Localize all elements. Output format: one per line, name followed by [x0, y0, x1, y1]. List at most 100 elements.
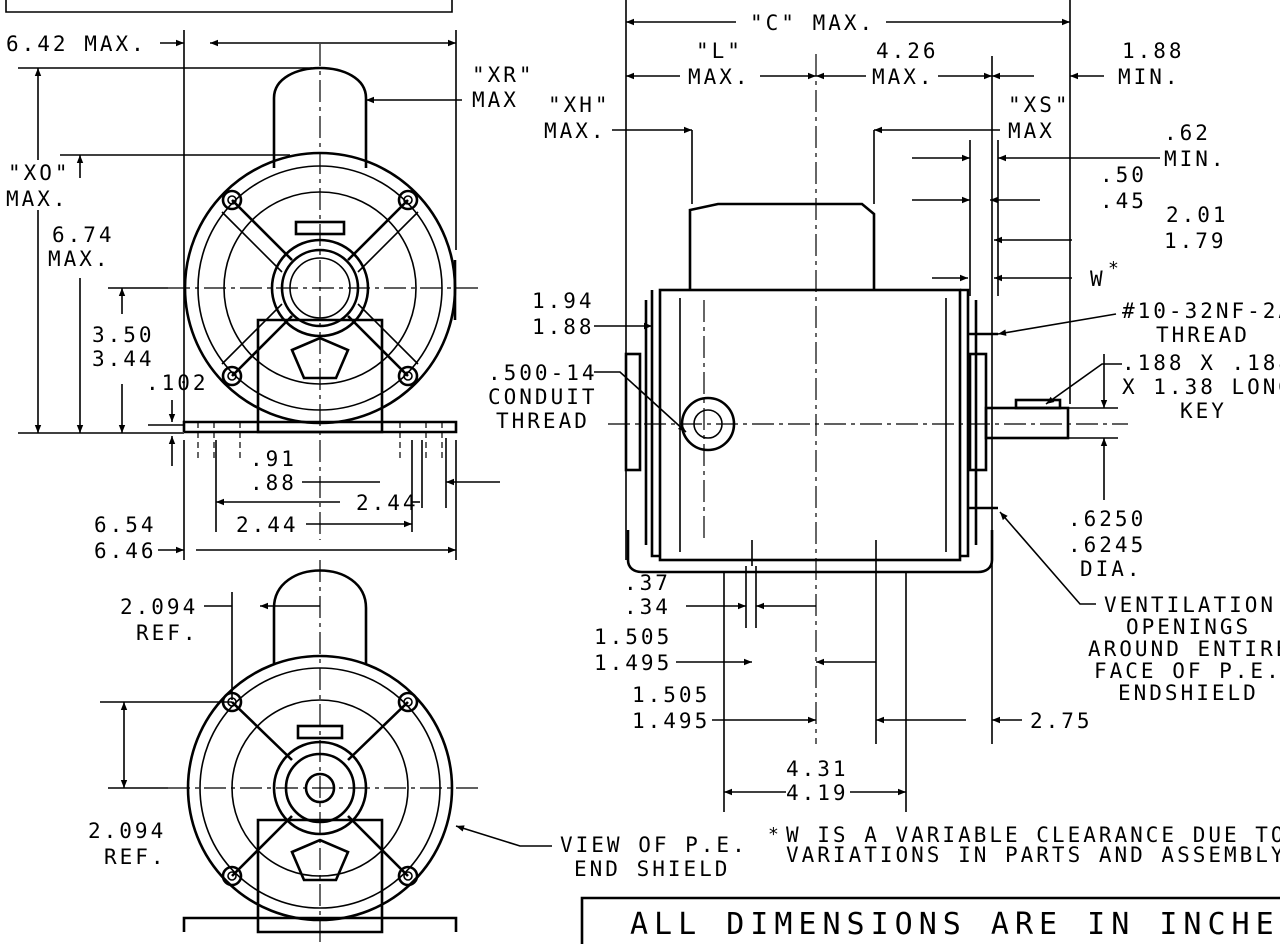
variable-clearance-note-2: VARIATIONS IN PARTS AND ASSEMBLY: [786, 843, 1280, 867]
dim-1.88: 1.88: [532, 315, 595, 339]
dim-2.75: 2.75: [1030, 709, 1093, 733]
dim-l-label: "L": [696, 39, 743, 63]
base-slot: [290, 336, 350, 380]
side-view: [608, 54, 1128, 744]
side-base: [626, 530, 994, 574]
endshield-ribs-inner: [221, 211, 419, 365]
thread-screws: [968, 332, 998, 510]
dim-xr-max: MAX: [472, 88, 519, 112]
dim-2.094-ref-a: 2.094: [120, 595, 198, 619]
dim-0.37: .37: [624, 571, 671, 595]
dim-1.88-min: 1.88: [1122, 39, 1185, 63]
dim-1.505-a: 1.505: [594, 625, 672, 649]
units-note: ALL DIMENSIONS ARE IN INCHES: [630, 907, 1280, 942]
dim-xo-label: "XO": [8, 161, 71, 185]
dim-1.505-b: 1.505: [632, 683, 710, 707]
thread-callout: #10-32NF-2A: [1122, 299, 1280, 323]
rear-endshield-boss: [968, 352, 988, 472]
shaft-key: [1014, 398, 1062, 410]
dim-2.094-ref-b: 2.094: [88, 819, 166, 843]
shaft-dia-max: .6250: [1068, 507, 1146, 531]
dim-c-max: "C" MAX.: [750, 11, 875, 35]
dim-0.62: .62: [1164, 121, 1211, 145]
pe-base-foot: [182, 916, 458, 932]
shaft-dia-label: DIA.: [1080, 557, 1143, 581]
dim-4.26: 4.26: [876, 39, 939, 63]
dim-3.50: 3.50: [92, 323, 155, 347]
dim-0.102: .102: [146, 371, 209, 395]
dim-0.45: .45: [1100, 189, 1147, 213]
motor-body: [658, 288, 962, 562]
conduit-thread: THREAD: [496, 409, 590, 433]
key-size: .188 X .188: [1122, 351, 1280, 375]
dim-l-max: MAX.: [688, 65, 751, 89]
pe-ribs: [231, 701, 409, 877]
vent-label-4: FACE OF P.E.: [1094, 659, 1280, 683]
shaft-dia-min: .6245: [1068, 533, 1146, 557]
key-length: X 1.38 LONG: [1122, 375, 1280, 399]
title-block-fragment: [5, 0, 453, 13]
dim-2.094-ref-a-ref: REF.: [136, 621, 199, 645]
body-seams: [679, 298, 947, 552]
dim-6.46: 6.46: [94, 539, 157, 563]
dim-xs-max: MAX: [1008, 119, 1055, 143]
dim-xs-label: "XS": [1008, 93, 1071, 117]
dim-2.094-ref-b-ref: REF.: [104, 845, 167, 869]
vent-label-5: ENDSHIELD: [1118, 681, 1259, 705]
vent-label-2: OPENINGS: [1126, 615, 1251, 639]
dim-0.88: .88: [250, 471, 297, 495]
dim-w: W: [1090, 267, 1106, 291]
conduit-label: CONDUIT: [488, 385, 598, 409]
dim-6.54: 6.54: [94, 513, 157, 537]
key-label: KEY: [1180, 399, 1227, 423]
dim-6.42-max: 6.42 MAX.: [6, 32, 147, 56]
dim-xo-max: MAX.: [6, 187, 69, 211]
view-of-pe-label: VIEW OF P.E.: [560, 833, 748, 857]
variable-clearance-note-1: W IS A VARIABLE CLEARANCE DUE TO: [786, 823, 1280, 847]
thread-callout-label: THREAD: [1156, 323, 1250, 347]
dim-xh-label: "XH": [548, 93, 611, 117]
pe-base-slot: [290, 838, 350, 882]
front-view-dimensions: 6.42 MAX. "XR" MAX "XO" MAX. 6.74 MAX. 3…: [6, 30, 535, 563]
units-box: [580, 896, 1280, 944]
dim-1.79: 1.79: [1164, 229, 1227, 253]
dim-1.94: 1.94: [532, 289, 595, 313]
dim-4.26-max: MAX.: [872, 65, 935, 89]
dim-2.01: 2.01: [1166, 203, 1229, 227]
dim-6.74: 6.74: [52, 223, 115, 247]
dim-0.50: .50: [1100, 163, 1147, 187]
dim-2.44-a: 2.44: [356, 491, 419, 515]
dim-4.19: 4.19: [786, 781, 849, 805]
rear-endshield: [960, 288, 978, 558]
dim-6.74-max: MAX.: [48, 247, 111, 271]
dim-1.495-b: 1.495: [632, 709, 710, 733]
conduit-box-outline: [272, 66, 368, 168]
dim-1.88-min-label: MIN.: [1118, 65, 1181, 89]
dim-xr-label: "XR": [472, 63, 535, 87]
bolt-holes: [221, 189, 419, 387]
dim-4.31: 4.31: [786, 757, 849, 781]
pe-bolt-holes: [221, 691, 419, 887]
dim-2.44-b: 2.44: [236, 513, 299, 537]
side-view-dimensions: "C" MAX. "L" MAX. 4.26 MAX. 1.88 MIN. "X…: [488, 0, 1280, 812]
dim-3.44: 3.44: [92, 347, 155, 371]
endshield-ribs: [231, 199, 409, 377]
side-conduit-box: [688, 202, 876, 290]
front-endshield: [644, 290, 660, 558]
front-view: [168, 44, 480, 540]
dim-1.495-a: 1.495: [594, 651, 672, 675]
vent-label-1: VENTILATION: [1104, 593, 1276, 617]
pe-end-view: [168, 560, 480, 944]
conduit-size: .500-14: [488, 361, 598, 385]
dim-0.34: .34: [624, 595, 671, 619]
dim-0.62-min: MIN.: [1164, 147, 1227, 171]
pe-view-dimensions: 2.094 REF. 2.094 REF. VIEW OF P.E. END S…: [88, 592, 748, 881]
dim-0.91: .91: [250, 447, 297, 471]
shaft: [984, 406, 1070, 440]
end-shield-label: END SHIELD: [574, 857, 730, 881]
front-endshield-boss: [624, 352, 642, 472]
variable-clearance-asterisk: *: [768, 824, 781, 845]
dim-w-asterisk: *: [1108, 258, 1121, 279]
dim-xh-max: MAX.: [544, 119, 607, 143]
